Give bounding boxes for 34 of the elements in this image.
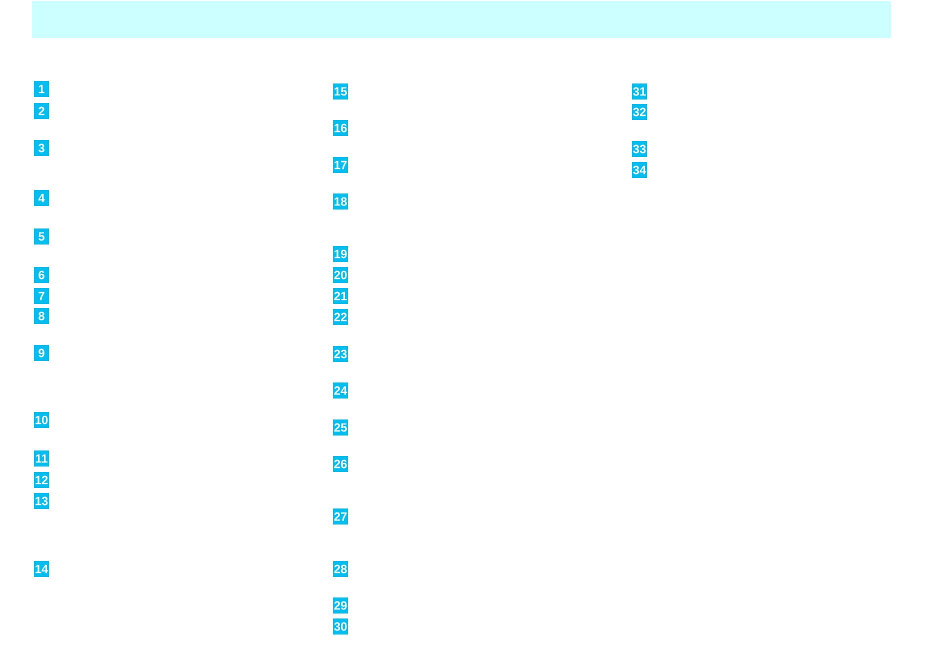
callout-number: 19 <box>333 246 348 262</box>
callout-number: 9 <box>34 345 49 361</box>
callout-number: 15 <box>333 84 348 100</box>
callout-number: 23 <box>333 346 348 362</box>
callout-number: 3 <box>34 140 49 156</box>
callout-number: 27 <box>333 508 348 524</box>
callout-number: 21 <box>333 288 348 304</box>
callout-number: 6 <box>34 267 49 283</box>
callout-number: 24 <box>333 382 348 398</box>
callout-number: 18 <box>333 194 348 210</box>
callout-number: 20 <box>333 267 348 283</box>
callout-number: 2 <box>34 103 49 119</box>
callout-number: 4 <box>34 190 49 206</box>
callout-number: 32 <box>632 104 647 120</box>
callout-number: 30 <box>333 618 348 634</box>
callout-number: 33 <box>632 141 647 157</box>
callout-number: 5 <box>34 228 49 244</box>
callout-number: 16 <box>333 120 348 136</box>
callout-number: 17 <box>333 157 348 173</box>
callout-number: 14 <box>34 561 49 577</box>
callout-number: 31 <box>632 84 647 100</box>
callout-number: 34 <box>632 162 647 178</box>
callout-number: 13 <box>34 493 49 509</box>
callout-number: 11 <box>34 450 49 466</box>
callout-number: 7 <box>34 288 49 304</box>
callout-number: 8 <box>34 308 49 324</box>
callout-number: 28 <box>333 561 348 577</box>
callout-number: 29 <box>333 597 348 614</box>
callout-number: 12 <box>34 472 49 488</box>
callout-number: 1 <box>34 81 49 97</box>
callout-number: 26 <box>333 456 348 472</box>
callout-number: 22 <box>333 309 348 325</box>
callout-number: 10 <box>34 412 49 428</box>
callout-number: 25 <box>333 419 348 436</box>
